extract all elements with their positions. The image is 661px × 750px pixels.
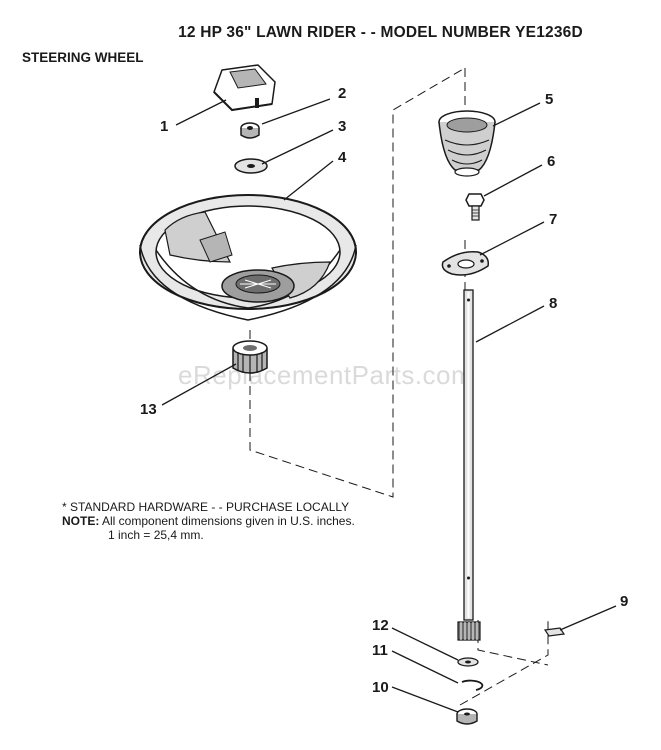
part-2-nut <box>240 122 260 139</box>
callout-9: 9 <box>620 593 628 610</box>
callout-10: 10 <box>372 679 389 696</box>
part-5-boot <box>438 110 496 177</box>
callout-7: 7 <box>549 211 557 228</box>
note-label: NOTE: <box>62 514 100 528</box>
part-13-adapter <box>232 340 268 374</box>
part-3-washer <box>234 158 268 174</box>
part-11-retaining-ring <box>461 679 484 691</box>
note-text: All component dimensions given in U.S. i… <box>102 514 355 528</box>
part-4-steering-wheel <box>139 194 357 321</box>
part-1-hub-cap <box>213 64 276 112</box>
part-12-washer <box>457 657 479 667</box>
assembly-guides <box>249 67 549 706</box>
callout-6: 6 <box>547 153 555 170</box>
hardware-note: * STANDARD HARDWARE - - PURCHASE LOCALLY <box>62 500 350 514</box>
callout-13: 13 <box>140 401 157 418</box>
part-10-nut <box>456 708 478 725</box>
part-8-shaft <box>457 289 481 641</box>
callout-4: 4 <box>338 149 347 166</box>
section-title: STEERING WHEEL <box>22 50 144 65</box>
callout-3: 3 <box>338 118 346 135</box>
dimension-note: NOTE: All component dimensions given in … <box>62 514 355 528</box>
callout-1: 1 <box>160 118 168 135</box>
leader-lines <box>161 98 617 713</box>
callout-2: 2 <box>338 85 346 102</box>
notes-block: * STANDARD HARDWARE - - PURCHASE LOCALLY… <box>62 500 355 542</box>
callout-8: 8 <box>549 295 557 312</box>
part-6-bolt <box>465 193 485 221</box>
callout-5: 5 <box>545 91 553 108</box>
callout-11: 11 <box>372 642 388 659</box>
watermark: eReplacementParts.com <box>178 360 474 390</box>
part-9-bracket <box>543 627 566 637</box>
conversion-note: 1 inch = 25,4 mm. <box>108 528 204 542</box>
page-title: 12 HP 36" LAWN RIDER - - MODEL NUMBER YE… <box>178 24 583 41</box>
callout-12: 12 <box>372 617 389 634</box>
part-7-flange <box>441 250 490 276</box>
